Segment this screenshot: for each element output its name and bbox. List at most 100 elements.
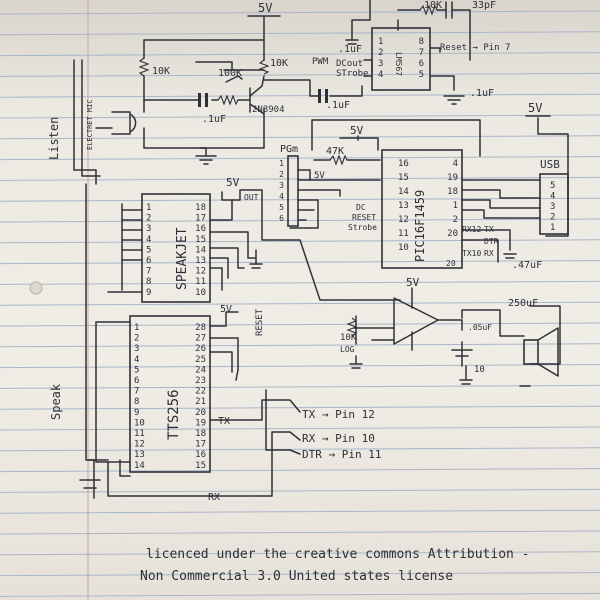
pin-number: 12 xyxy=(195,267,206,277)
pin-number: 17 xyxy=(195,214,206,224)
tts-wires xyxy=(95,311,301,497)
c-05uf-label: .05uF xyxy=(468,323,492,332)
r-10k-amp-label: 10K xyxy=(340,333,357,343)
listen-label: Listen xyxy=(47,117,61,160)
c-1uf-a-label: .1uF xyxy=(202,114,226,125)
dtr-pin-label: DTR xyxy=(484,237,499,246)
amplifier-circuit xyxy=(346,287,561,387)
rx12-label: RX12 xyxy=(462,225,481,234)
tts256-chip xyxy=(129,315,211,473)
electret-mic-label: ELECTRET MIC xyxy=(86,99,94,150)
pin-number: 8 xyxy=(419,37,424,47)
c-33pf-label: 33pF xyxy=(472,0,496,11)
r-10k-top-label: 10K xyxy=(424,0,442,11)
supply-speak-label: 5V xyxy=(226,176,240,189)
rx-pin10-label: RX → Pin 10 xyxy=(302,432,375,445)
pin-number: 3 xyxy=(279,181,284,190)
pin-number: 1 xyxy=(453,201,458,211)
tts256-pins: 1234567891011121314282726252423222120191… xyxy=(134,323,206,471)
pin-number: 13 xyxy=(398,201,409,211)
pin-number: 4 xyxy=(146,235,151,245)
speaker-icon xyxy=(537,327,559,377)
pin-number: 1 xyxy=(146,203,151,213)
ruled-lines xyxy=(0,10,600,597)
pin-number: 4 xyxy=(378,70,383,80)
pin-number: 8 xyxy=(134,397,139,407)
pin-number: 16 xyxy=(195,450,206,460)
pin-number: 1 xyxy=(279,159,284,168)
pin-number: 23 xyxy=(195,376,206,386)
speakjet-chip xyxy=(141,193,211,303)
pin-number: 13 xyxy=(134,450,145,460)
pin-number: 3 xyxy=(134,344,139,354)
pin-number: 15 xyxy=(195,461,206,471)
pin-number: 7 xyxy=(134,387,139,397)
pic16f1459-chip xyxy=(381,149,463,269)
pin-number: 18 xyxy=(447,187,458,197)
pin-number: 18 xyxy=(195,203,206,213)
binder-hole xyxy=(29,281,43,295)
pin-number: 18 xyxy=(195,429,206,439)
pin-number: 6 xyxy=(419,59,424,69)
r-100k-label: 100K xyxy=(218,68,242,79)
pin-number: 14 xyxy=(195,245,206,255)
pin-number: 22 xyxy=(195,387,206,397)
pin-number: 5 xyxy=(419,70,424,80)
pin-number: 9 xyxy=(146,288,151,298)
pic-wires xyxy=(289,117,569,263)
speak-label: Speak xyxy=(49,383,63,420)
pin-number: 2 xyxy=(378,48,383,58)
pin-number: 3 xyxy=(550,202,555,212)
pin-number: 4 xyxy=(453,159,458,169)
tx-tts-label: TX xyxy=(218,416,230,427)
supply-mid-label: 5V xyxy=(314,171,325,181)
tx10-label: TX10 xyxy=(462,249,481,258)
pin-number: 8 xyxy=(146,277,151,287)
speakjet-wires xyxy=(107,189,401,301)
reset-pin7-label: Reset → Pin 7 xyxy=(440,43,510,53)
pin-number: 19 xyxy=(447,173,458,183)
dtr-pin11-label: DTR → Pin 11 xyxy=(302,448,381,461)
cap-plate xyxy=(318,89,321,103)
supply-rail xyxy=(247,15,281,41)
mic-preamp-circuit xyxy=(138,39,363,157)
license-line1: licenced under the creative commons Attr… xyxy=(146,547,530,562)
cap-plate xyxy=(325,89,328,103)
pin-number: 16 xyxy=(195,224,206,234)
pin-number: 2 xyxy=(146,214,151,224)
lm567-label: LM567 xyxy=(394,52,403,76)
tx-pin-label: TX xyxy=(484,225,494,234)
pin-number: 4 xyxy=(550,192,555,202)
pin-number: 2 xyxy=(453,215,458,225)
speaker-box xyxy=(523,339,539,365)
pin-number: 4 xyxy=(134,355,139,365)
pin-number: 1 xyxy=(550,223,555,233)
pgm-label: PGm xyxy=(280,144,298,155)
rx-pin-label: RX xyxy=(484,249,494,258)
pin-number: 11 xyxy=(195,277,206,287)
left-bus-wires xyxy=(73,59,109,499)
c-1uf-c-label: .1uF xyxy=(338,44,362,55)
pin-number: 21 xyxy=(195,397,206,407)
pin-number: 20 xyxy=(195,408,206,418)
dcout-label: DCout xyxy=(336,59,363,69)
dc-label: DC xyxy=(356,203,366,212)
pin-number: 11 xyxy=(398,229,409,239)
pin-number: 1 xyxy=(378,37,383,47)
ground-icon xyxy=(195,155,217,165)
pin-number: 4 xyxy=(279,192,284,201)
c-250uf-label: 250uF xyxy=(508,298,538,309)
transistor-label: 2N3904 xyxy=(252,105,285,115)
pin-number: 19 xyxy=(195,418,206,428)
pin-number: 26 xyxy=(195,344,206,354)
c-1uf-d-label: .1uF xyxy=(470,88,494,99)
pin-number: 14 xyxy=(398,187,409,197)
pin-number: 25 xyxy=(195,355,206,365)
pin-number: 12 xyxy=(398,215,409,225)
pin-number: 17 xyxy=(195,440,206,450)
cap-plate xyxy=(198,93,201,107)
